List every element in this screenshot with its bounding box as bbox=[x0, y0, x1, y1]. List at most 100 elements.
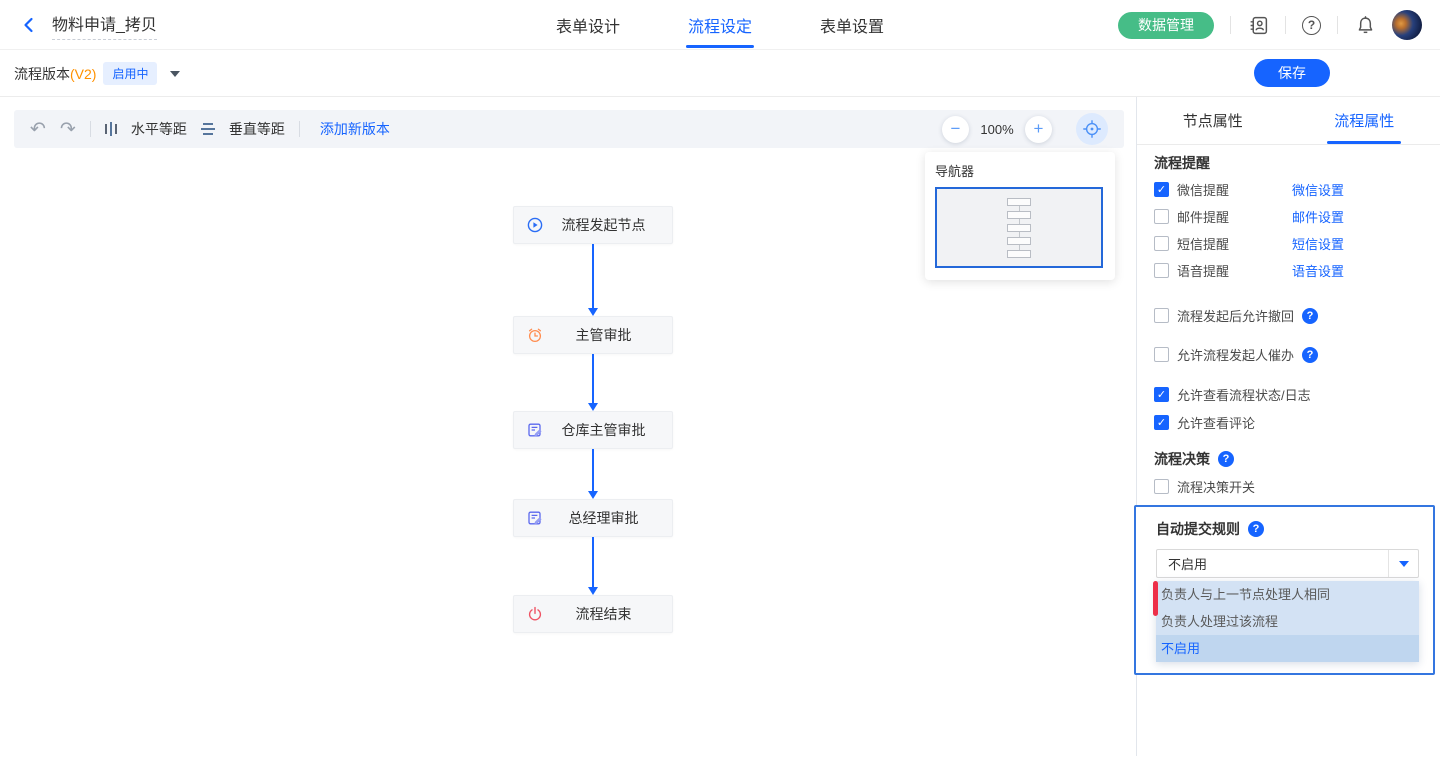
auto-submit-select[interactable]: 不启用 bbox=[1156, 549, 1419, 578]
sms-setting-link[interactable]: 短信设置 bbox=[1292, 237, 1345, 252]
version-label: 流程版本(V2) bbox=[14, 65, 97, 82]
address-book-icon[interactable] bbox=[1247, 14, 1269, 36]
divider bbox=[298, 121, 300, 137]
page-title[interactable]: 物料申请_拷贝 bbox=[52, 11, 157, 40]
flow-node-gm-approval[interactable]: 总经理审批 bbox=[513, 499, 673, 537]
reminder-row-voice: 语音提醒 语音设置 bbox=[1154, 261, 1426, 280]
flow-node-end[interactable]: 流程结束 bbox=[513, 595, 673, 633]
redo-icon[interactable]: ↷ bbox=[59, 118, 76, 140]
wechat-setting-link[interactable]: 微信设置 bbox=[1292, 183, 1345, 198]
help-circle-icon[interactable]: ? bbox=[1302, 307, 1319, 324]
flow-connector-arrow bbox=[588, 537, 598, 595]
switch-row-view-comments: 允许查看评论 bbox=[1154, 413, 1426, 432]
minimap-node bbox=[1007, 210, 1031, 219]
minimap-node bbox=[1007, 197, 1031, 206]
divider bbox=[1230, 16, 1231, 34]
email-setting-link[interactable]: 邮件设置 bbox=[1292, 210, 1345, 225]
zoom-in-button[interactable]: + bbox=[1025, 115, 1052, 143]
option-same-handler[interactable]: 负责人与上一节点处理人相同 bbox=[1156, 581, 1419, 608]
distribute-vertical-label[interactable]: 垂直等距 bbox=[228, 121, 285, 137]
properties-panel: 节点属性 流程属性 流程提醒 微信提醒 微信设置 邮件提醒 邮件设置 短信提醒 … bbox=[1134, 97, 1440, 756]
minimap-connector bbox=[1018, 218, 1020, 224]
minimap-node bbox=[1007, 223, 1031, 232]
switch-row-allow-withdraw: 流程发起后允许撤回 ? bbox=[1154, 306, 1426, 325]
add-version-link[interactable]: 添加新版本 bbox=[319, 121, 390, 137]
tab-flow-setting[interactable]: 流程设定 bbox=[685, 9, 755, 48]
auto-submit-title: 自动提交规则 ? bbox=[1156, 519, 1419, 539]
tab-form-config[interactable]: 表单设置 bbox=[820, 19, 885, 36]
distribute-horizontal-icon[interactable] bbox=[104, 122, 117, 136]
section-title-reminder: 流程提醒 bbox=[1154, 155, 1210, 171]
checkbox-voice-reminder[interactable] bbox=[1154, 263, 1169, 278]
navigator-viewport[interactable] bbox=[935, 187, 1103, 268]
flow-canvas[interactable]: ↶ ↷ 水平等距 垂直等距 添加新版本 − 100% + bbox=[0, 97, 1137, 756]
flow-node-supervisor-approval[interactable]: 主管审批 bbox=[513, 316, 673, 354]
reminder-row-email: 邮件提醒 邮件设置 bbox=[1154, 207, 1426, 226]
checkbox-allow-withdraw[interactable] bbox=[1154, 308, 1169, 323]
chevron-down-icon[interactable] bbox=[1388, 550, 1418, 577]
reminder-row-wechat: 微信提醒 微信设置 bbox=[1154, 180, 1426, 199]
help-circle-icon[interactable]: ? bbox=[1302, 346, 1319, 363]
help-circle-icon[interactable]: ? bbox=[1218, 451, 1234, 467]
distribute-vertical-icon[interactable] bbox=[200, 123, 215, 135]
tab-node-properties[interactable]: 节点属性 bbox=[1182, 113, 1243, 130]
power-icon bbox=[527, 606, 543, 622]
document-edit-icon bbox=[527, 510, 543, 526]
voice-setting-link[interactable]: 语音设置 bbox=[1292, 264, 1345, 279]
zoom-out-button[interactable]: − bbox=[942, 115, 969, 143]
save-button[interactable]: 保存 bbox=[1254, 59, 1330, 87]
divider bbox=[1285, 16, 1286, 34]
divider bbox=[89, 121, 91, 137]
data-manage-button[interactable]: 数据管理 bbox=[1118, 11, 1214, 39]
node-label: 主管审批 bbox=[575, 327, 632, 343]
flow-connector-arrow bbox=[588, 354, 598, 411]
section-title-decision: 流程决策 ? bbox=[1154, 449, 1234, 469]
panel-tabs: 节点属性 流程属性 bbox=[1137, 97, 1440, 145]
minimap-node bbox=[1007, 249, 1031, 258]
checkbox-allow-urge[interactable] bbox=[1154, 347, 1169, 362]
node-label: 总经理审批 bbox=[568, 510, 639, 526]
auto-submit-options: 负责人与上一节点处理人相同 负责人处理过该流程 不启用 bbox=[1156, 581, 1419, 662]
minimap-connector bbox=[1018, 244, 1020, 250]
minimap-connector bbox=[1018, 231, 1020, 237]
switch-row-decision: 流程决策开关 bbox=[1154, 477, 1426, 496]
notification-bell-icon[interactable] bbox=[1354, 14, 1376, 36]
option-disabled[interactable]: 不启用 bbox=[1156, 635, 1419, 662]
flow-node-warehouse-approval[interactable]: 仓库主管审批 bbox=[513, 411, 673, 449]
help-circle-icon[interactable]: ? bbox=[1302, 15, 1321, 35]
status-badge: 启用中 bbox=[103, 62, 158, 85]
checkbox-wechat-reminder[interactable] bbox=[1154, 182, 1169, 197]
version-dropdown-caret-icon[interactable] bbox=[170, 70, 181, 77]
option-handled-before[interactable]: 负责人处理过该流程 bbox=[1156, 608, 1419, 635]
node-label: 流程发起节点 bbox=[561, 217, 646, 233]
app-header: 物料申请_拷贝 表单设计 流程设定 表单设置 数据管理 ? bbox=[0, 0, 1440, 50]
back-icon[interactable] bbox=[20, 16, 38, 34]
header-tabs: 表单设计 流程设定 表单设置 bbox=[554, 0, 886, 50]
checkbox-sms-reminder[interactable] bbox=[1154, 236, 1169, 251]
flow-connector-arrow bbox=[588, 244, 598, 316]
reminder-row-sms: 短信提醒 短信设置 bbox=[1154, 234, 1426, 253]
tab-form-design[interactable]: 表单设计 bbox=[555, 19, 620, 36]
red-cursor-marker bbox=[1153, 581, 1158, 616]
checkbox-decision-switch[interactable] bbox=[1154, 479, 1169, 494]
play-circle-icon bbox=[527, 217, 543, 233]
tab-flow-properties[interactable]: 流程属性 bbox=[1289, 97, 1440, 144]
flow-node-start[interactable]: 流程发起节点 bbox=[513, 206, 673, 244]
auto-submit-section: 自动提交规则 ? 不启用 负责人与上一节点处理人相同 负责人处理过该流程 不启用 bbox=[1134, 505, 1435, 675]
node-label: 流程结束 bbox=[575, 606, 632, 622]
distribute-horizontal-label[interactable]: 水平等距 bbox=[130, 121, 187, 137]
alarm-clock-icon bbox=[527, 327, 543, 343]
locate-fit-button[interactable] bbox=[1076, 113, 1108, 145]
checkbox-view-comments[interactable] bbox=[1154, 415, 1169, 430]
navigator-panel: 导航器 bbox=[925, 152, 1115, 280]
user-avatar[interactable] bbox=[1392, 10, 1422, 40]
undo-icon[interactable]: ↶ bbox=[30, 118, 46, 140]
checkbox-view-status-log[interactable] bbox=[1154, 387, 1169, 402]
node-label: 仓库主管审批 bbox=[561, 422, 646, 438]
checkbox-email-reminder[interactable] bbox=[1154, 209, 1169, 224]
zoom-level: 100% bbox=[980, 121, 1014, 137]
version-number: (V2) bbox=[70, 65, 97, 82]
help-circle-icon[interactable]: ? bbox=[1248, 521, 1264, 537]
flow-connector-arrow bbox=[588, 449, 598, 499]
navigator-title: 导航器 bbox=[935, 164, 975, 179]
